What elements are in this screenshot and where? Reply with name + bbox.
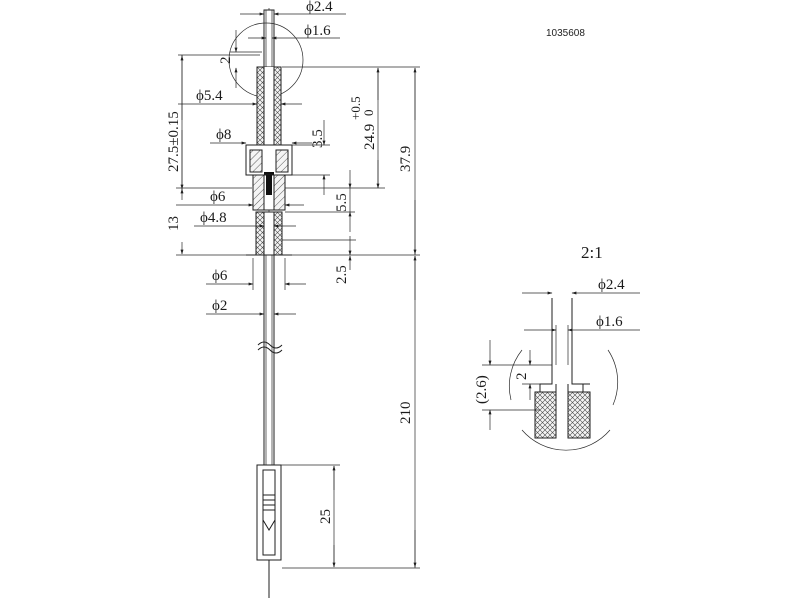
dim-dia-8: ϕ8: [216, 127, 231, 143]
detail-scale: 2:1: [581, 243, 603, 262]
detail-dim-dia-1-6: ϕ1.6: [596, 314, 623, 330]
dim-len-24-9-tol-lower: 0: [361, 110, 376, 117]
dim-len-210: 210: [398, 402, 414, 425]
main-view: ϕ2.4 ϕ1.6 2 ϕ5.4 ϕ8 27.5±0.15 3.5: [166, 0, 420, 598]
dim-len-25: 25: [318, 509, 334, 524]
dim-len-27-5: 27.5±0.15: [166, 111, 182, 172]
dim-len-5-5: 5.5: [334, 193, 350, 212]
dim-dia-6-upper: ϕ6: [210, 189, 226, 205]
part-number: 1035608: [546, 28, 585, 39]
dim-len-2-5: 2.5: [334, 265, 350, 284]
dim-len-37-9: 37.9: [398, 146, 414, 172]
dim-dia-4-8: ϕ4.8: [200, 210, 227, 226]
detail-dim-ref-2-6: (2.6): [474, 375, 490, 404]
dim-len-13: 13: [166, 216, 182, 231]
dim-tip-length: 2: [218, 57, 234, 65]
dim-dia-5-4: ϕ5.4: [196, 88, 223, 104]
detail-view: 2:1 ϕ2.4 ϕ1.6 (2.6): [474, 243, 640, 451]
detail-dim-dia-2-4: ϕ2.4: [598, 277, 625, 293]
dim-dia-2: ϕ2: [212, 298, 227, 314]
dim-len-24-9: 24.9: [362, 124, 378, 150]
dim-dia-1-6: ϕ1.6: [304, 23, 331, 39]
dim-dia-2-4: ϕ2.4: [306, 0, 333, 15]
detail-dim-len-2: 2: [514, 373, 530, 381]
dim-dia-6-lower: ϕ6: [212, 268, 228, 284]
dim-len-3-5: 3.5: [310, 129, 326, 148]
dim-len-24-9-tol-upper: +0.5: [348, 96, 363, 120]
